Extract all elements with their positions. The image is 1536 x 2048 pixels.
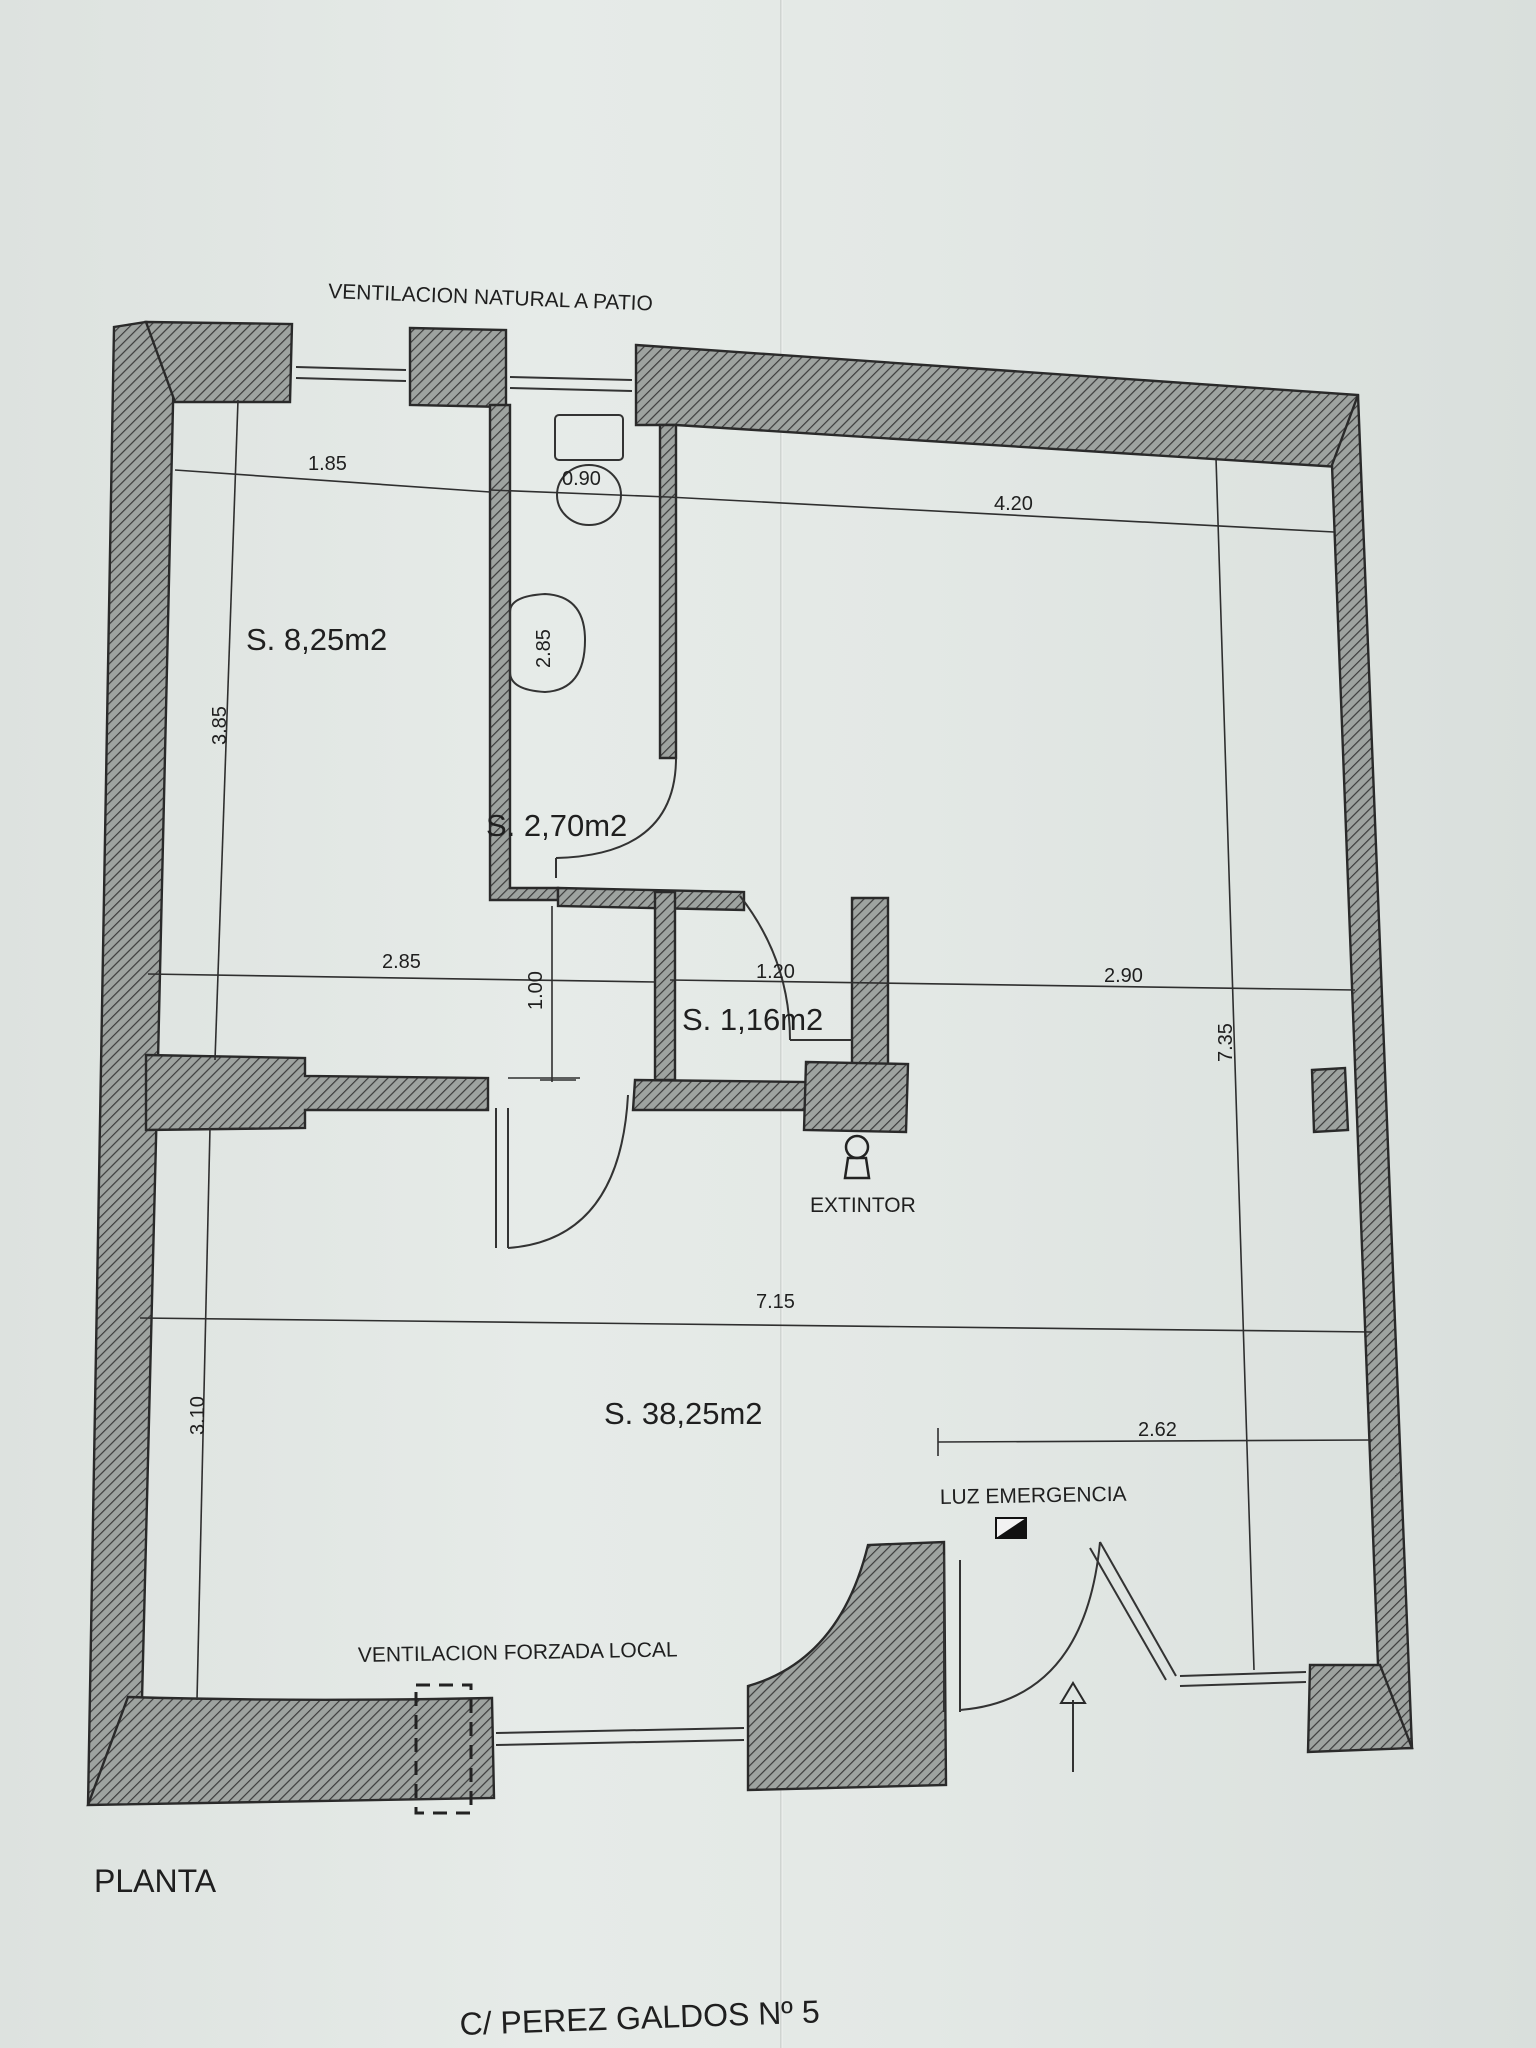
windows bbox=[295, 366, 1307, 1746]
door-entrance bbox=[943, 1541, 1177, 1712]
room-area-main: S. 38,25m2 bbox=[604, 1396, 763, 1431]
dim-lower-left-width: 2.85 bbox=[382, 951, 421, 973]
door-office bbox=[495, 1094, 629, 1249]
dim-total-width: 7.15 bbox=[756, 1291, 795, 1313]
dim-line-office-depth bbox=[214, 399, 239, 1061]
room-area-wc: S. 2,70m2 bbox=[486, 808, 627, 843]
washbasin bbox=[509, 592, 587, 694]
dim-line-store-right bbox=[669, 979, 1356, 991]
window-top-left bbox=[295, 366, 407, 382]
extinguisher-label: EXTINTOR bbox=[810, 1194, 916, 1217]
dimension-lines bbox=[139, 399, 1373, 1701]
wall-top-right bbox=[634, 343, 1360, 470]
wall-top-left bbox=[144, 320, 294, 404]
wall-store-left bbox=[653, 890, 677, 1082]
wall-store-bottom bbox=[631, 1078, 810, 1112]
dim-store-width: 1.20 bbox=[756, 961, 795, 983]
doors bbox=[495, 757, 1177, 1712]
street-address: C/ PEREZ GALDOS Nº 5 bbox=[459, 1993, 820, 2042]
wall-wc-right bbox=[658, 423, 678, 760]
extinguisher-icon bbox=[843, 1134, 871, 1180]
dim-line-front-depth bbox=[196, 1127, 211, 1701]
plan-title: PLANTA bbox=[94, 1863, 217, 1899]
dim-line-total-width bbox=[139, 1317, 1373, 1333]
wc-fixtures bbox=[509, 414, 624, 694]
window-top-wc bbox=[509, 376, 633, 392]
dim-main-width-top: 4.20 bbox=[994, 493, 1033, 515]
dim-front-depth: 3.10 bbox=[187, 1396, 209, 1435]
wall-top-middle bbox=[408, 326, 508, 409]
paper-fold bbox=[780, 0, 783, 2048]
dim-line-left-width bbox=[147, 973, 657, 983]
dim-office-width: 1.85 bbox=[308, 453, 347, 475]
wall-wc-bottom bbox=[556, 886, 746, 912]
dim-wc-depth: 2.85 bbox=[533, 629, 555, 668]
dim-office-depth: 3.85 bbox=[209, 706, 231, 745]
dim-line-main-top bbox=[667, 496, 1335, 533]
door-wc bbox=[555, 757, 677, 878]
dim-entrance-offset: 2.62 bbox=[1138, 1419, 1177, 1441]
emergency-light-icon bbox=[995, 1517, 1027, 1539]
wall-bottom-left bbox=[86, 1695, 496, 1807]
dim-line-wc-width bbox=[489, 489, 669, 498]
ventilation-bottom-label: VENTILACION FORZADA LOCAL bbox=[358, 1638, 678, 1667]
dim-line-entrance bbox=[937, 1439, 1373, 1443]
dim-wc-width: 0.90 bbox=[562, 468, 601, 490]
wall-bottom-right-pillar bbox=[1306, 1663, 1414, 1754]
door-store bbox=[739, 895, 852, 1041]
wall-store-right bbox=[850, 896, 890, 1067]
dim-right-width: 2.90 bbox=[1104, 965, 1143, 987]
window-bottom-right bbox=[1179, 1671, 1307, 1687]
wall-right-pilaster bbox=[1310, 1066, 1350, 1134]
ventilation-duct-box bbox=[414, 1683, 473, 1815]
dim-line-total-depth bbox=[1215, 457, 1255, 1671]
dim-total-depth: 7.35 bbox=[1215, 1023, 1237, 1062]
walls bbox=[86, 320, 1414, 1807]
ventilation-top-label: VENTILACION NATURAL A PATIO bbox=[328, 280, 653, 315]
wall-bottom-center-pillar bbox=[746, 1540, 948, 1792]
dim-line-office-width bbox=[174, 469, 491, 493]
wall-partition-left bbox=[144, 1053, 490, 1132]
wall-column bbox=[802, 1060, 910, 1134]
entrance-arrow-icon bbox=[1059, 1681, 1087, 1772]
room-area-office: S. 8,25m2 bbox=[246, 622, 387, 657]
emergency-light-label: LUZ EMERGENCIA bbox=[940, 1483, 1127, 1509]
dim-corridor: 1.00 bbox=[525, 971, 547, 1010]
window-bottom-left bbox=[495, 1727, 745, 1746]
room-area-store: S. 1,16m2 bbox=[682, 1002, 823, 1037]
